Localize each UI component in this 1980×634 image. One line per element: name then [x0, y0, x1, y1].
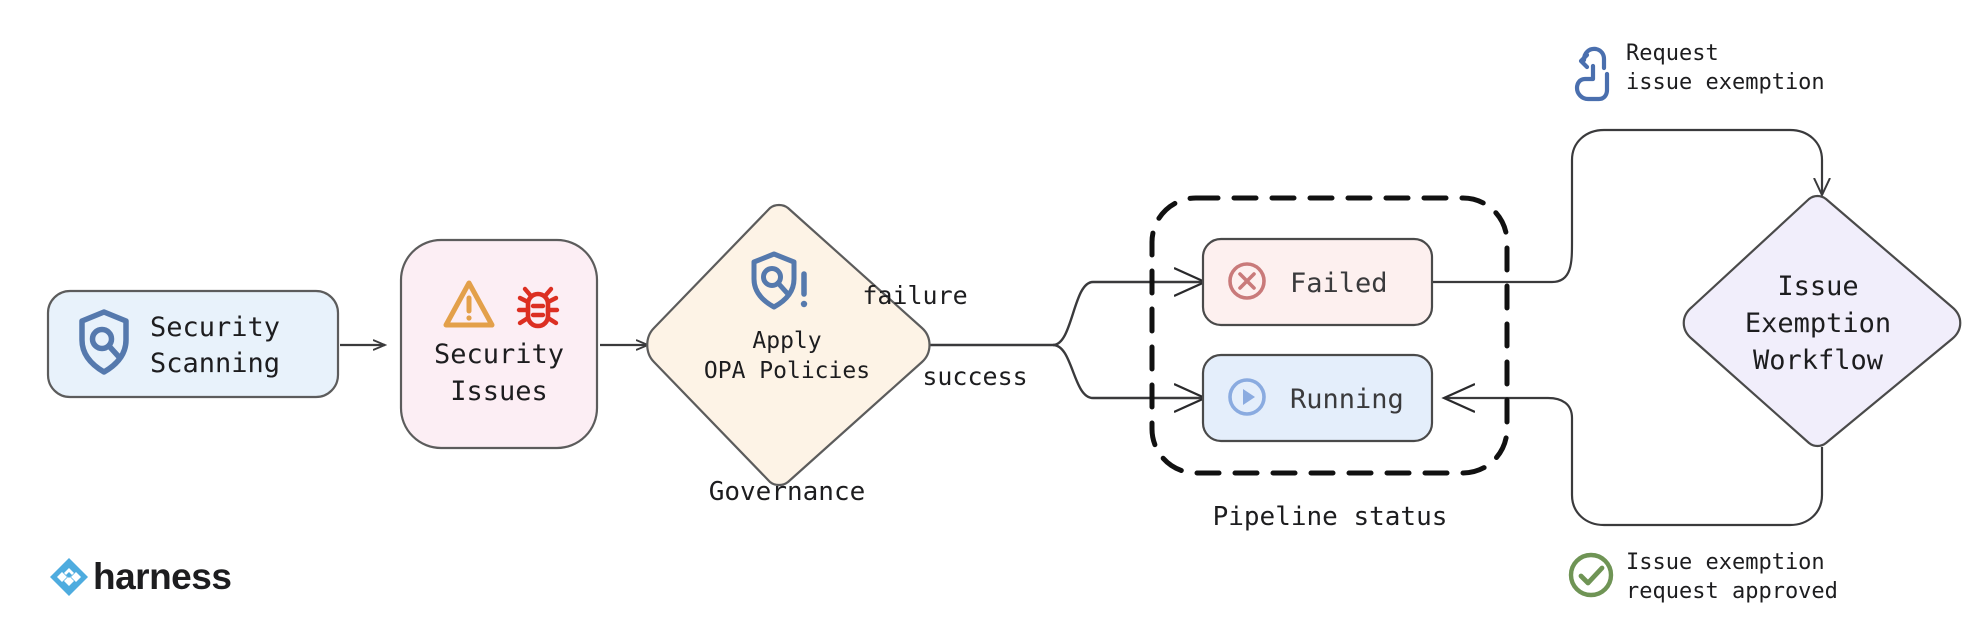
node-apply-opa-policies[interactable]: Apply OPA Policies Governance: [646, 203, 931, 507]
security-scanning-label-line1: Security: [150, 312, 280, 343]
node-running[interactable]: Running: [1201, 353, 1434, 443]
governance-caption: Governance: [709, 477, 866, 507]
workflow-label-line1: Issue: [1777, 271, 1858, 302]
security-issues-label-line2: Issues: [450, 376, 548, 407]
warning-triangle-icon: [443, 280, 495, 328]
annotation-request-approved: Issue exemption request approved: [1568, 550, 1838, 604]
shield-policy-alert-icon: [751, 251, 808, 310]
pipeline-status-caption: Pipeline status: [1213, 502, 1448, 532]
node-security-issues[interactable]: Security Issues: [399, 238, 599, 450]
circle-x-icon: [1228, 262, 1266, 300]
bug-icon: [516, 286, 560, 329]
harness-logo-icon: [50, 558, 88, 596]
edge-label-success: success: [922, 362, 1027, 391]
pipeline-status-group: Pipeline status: [1149, 195, 1510, 532]
harness-wordmark: harness: [93, 556, 231, 597]
edge-opa-split: [928, 282, 1205, 398]
workflow-label-line3: Workflow: [1753, 345, 1884, 376]
edge-failed-to-workflow: [1432, 128, 1822, 284]
tap-hand-icon: [1574, 46, 1610, 102]
shield-search-icon: [79, 309, 129, 375]
approved-annotation-line2: request approved: [1626, 579, 1838, 604]
security-issues-label-line1: Security: [434, 339, 564, 370]
node-issue-exemption-workflow[interactable]: Issue Exemption Workflow: [1682, 194, 1962, 448]
request-annotation-line1: Request: [1626, 41, 1719, 66]
request-annotation-line2: issue exemption: [1626, 70, 1825, 95]
check-circle-icon: [1568, 552, 1614, 598]
approved-annotation-line1: Issue exemption: [1626, 550, 1825, 575]
failed-label: Failed: [1290, 268, 1388, 299]
annotation-request-issue-exemption: Request issue exemption: [1574, 41, 1825, 102]
circle-play-icon: [1228, 378, 1266, 416]
edge-workflow-to-running: [1444, 398, 1824, 527]
apply-opa-label-line1: Apply: [752, 328, 821, 354]
node-failed[interactable]: Failed: [1201, 237, 1434, 327]
edge-label-failure: failure: [862, 281, 967, 310]
harness-brand: harness: [50, 556, 232, 597]
apply-opa-label-line2: OPA Policies: [704, 358, 870, 384]
security-scanning-label-line2: Scanning: [150, 348, 280, 379]
workflow-label-line2: Exemption: [1745, 308, 1891, 339]
node-security-scanning[interactable]: Security Scanning: [46, 289, 340, 399]
running-label: Running: [1290, 384, 1404, 415]
